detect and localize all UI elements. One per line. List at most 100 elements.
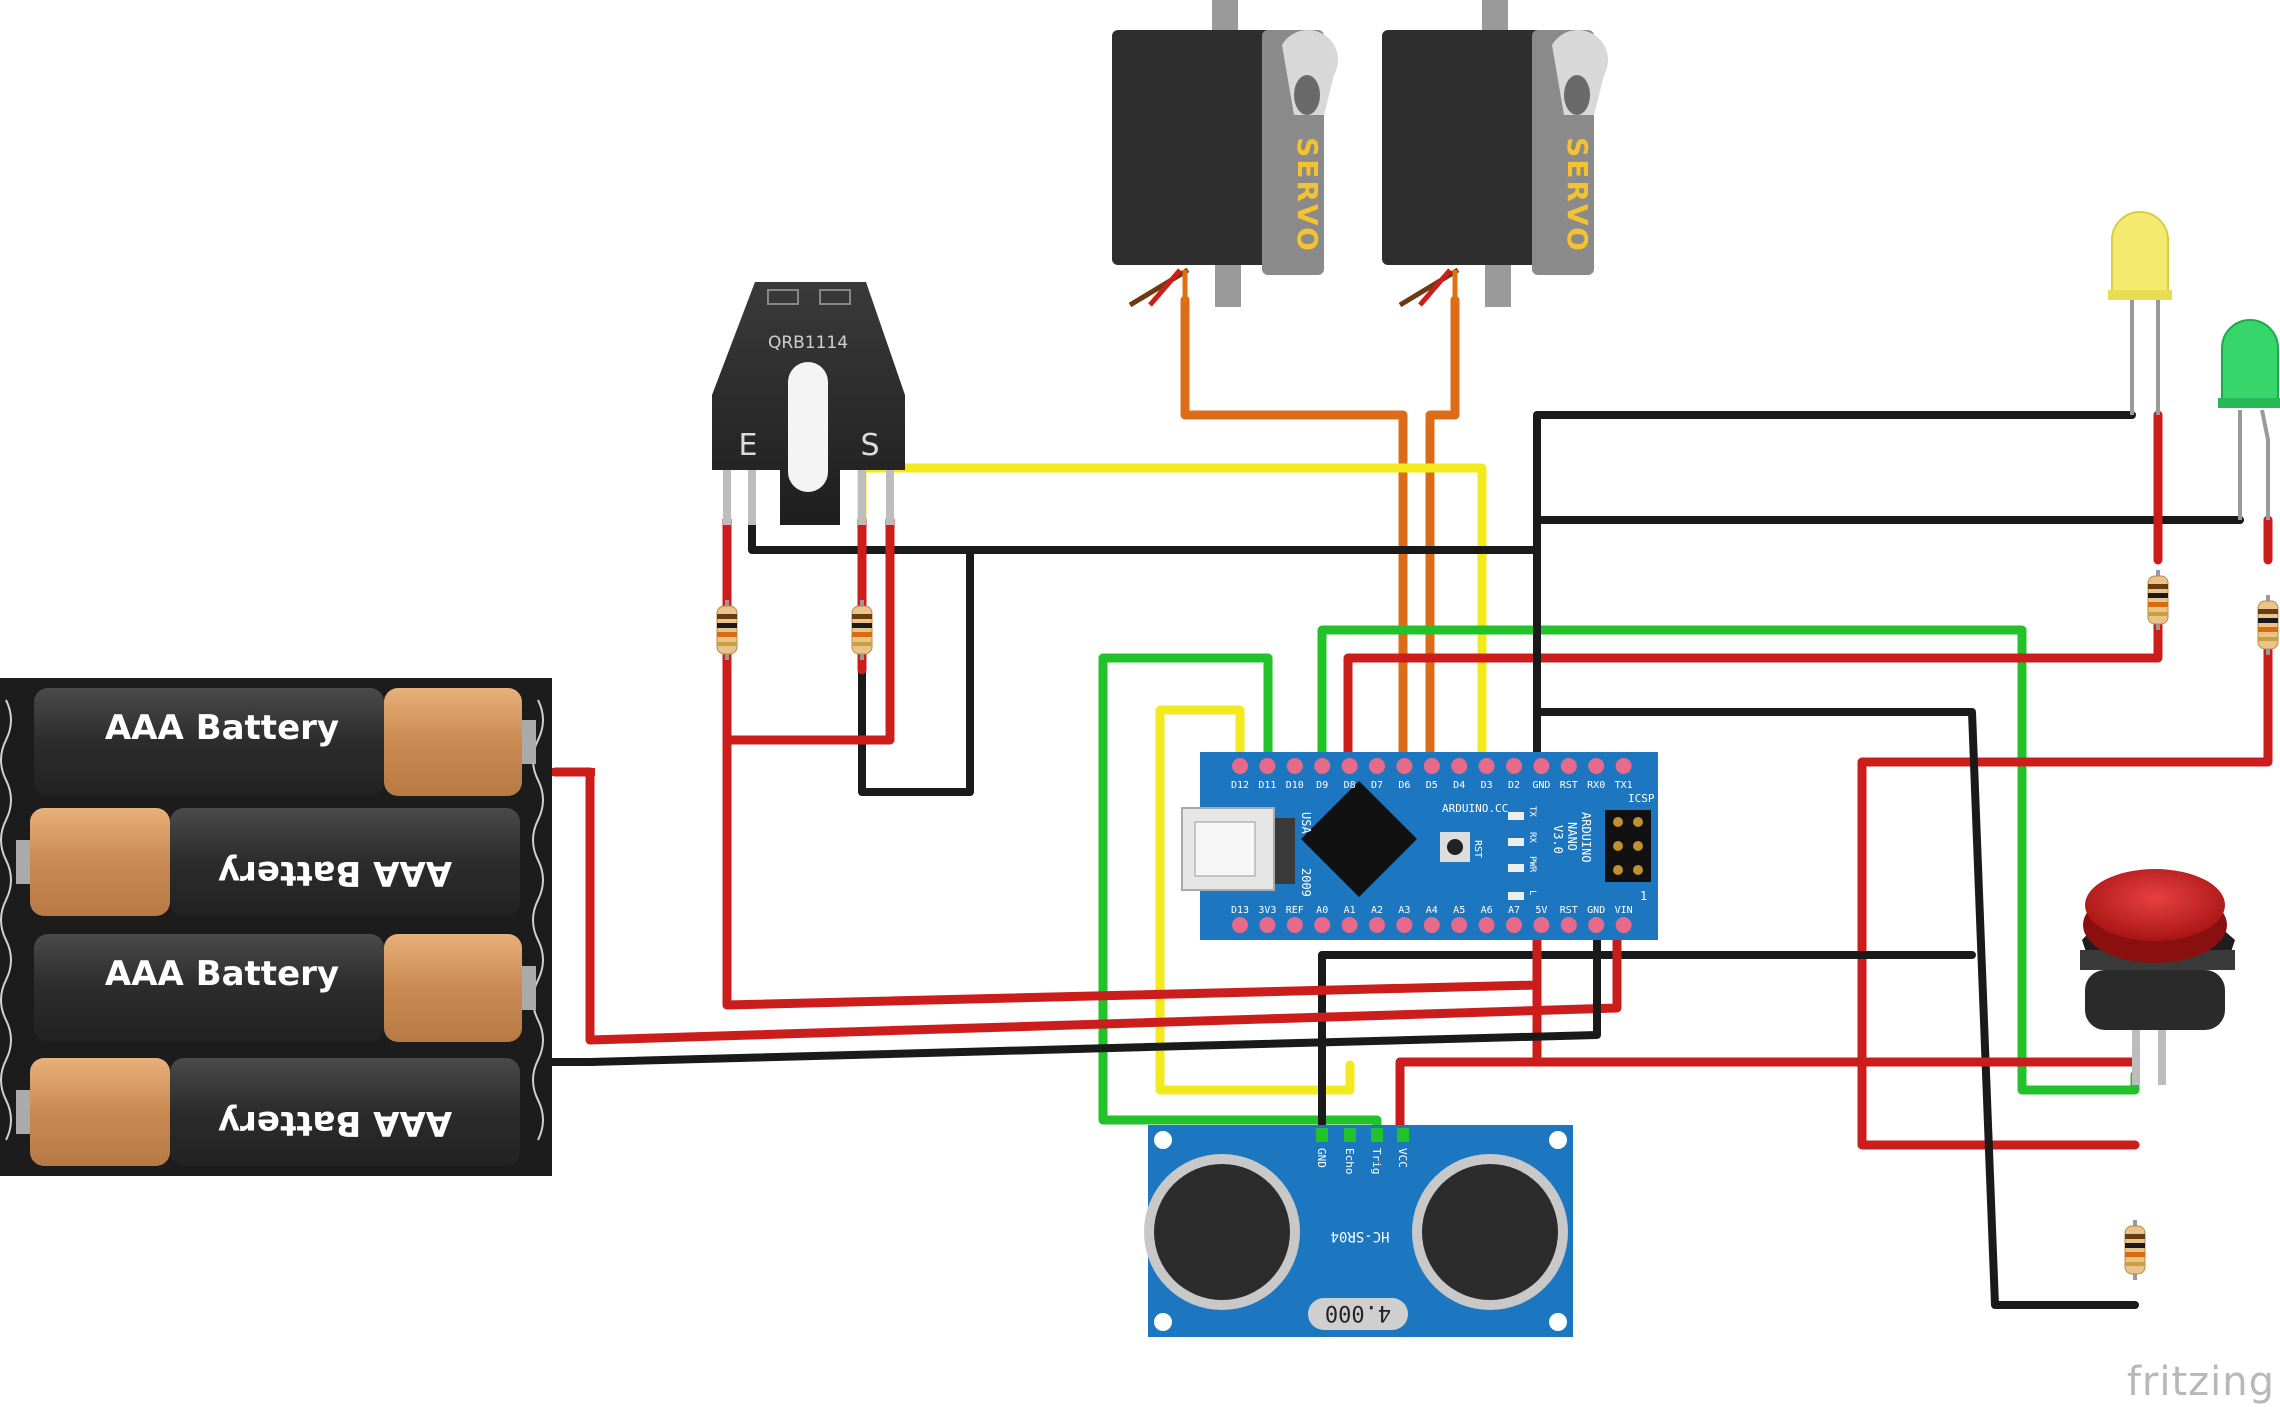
arduino-top-pin-pad [1560, 758, 1577, 774]
battery-cell-3: AAA Battery [34, 934, 536, 1042]
arduino-bottom-pin-pad [1588, 917, 1605, 933]
arduino-bottom-pin-label: REF [1286, 905, 1304, 916]
arduino-bottom-pin-pad [1615, 917, 1632, 933]
arduino-rst-label: RST [1472, 840, 1483, 858]
resistor-led-green [2257, 594, 2279, 656]
wire-5v-rail [1395, 920, 1542, 1140]
arduino-top-pin-label: D11 [1258, 780, 1276, 791]
hc-sr04-pin-pad [1344, 1128, 1356, 1142]
arduino-top-pin-pad [1423, 758, 1440, 774]
battery-cell-4: AAA Battery [16, 1058, 520, 1166]
servo-2: SERVO [1382, 0, 1609, 308]
sensor-part-label: QRB1114 [768, 333, 848, 353]
hc-sr04-pin-label: VCC [1396, 1148, 1409, 1168]
wire-gnd-sensor [748, 516, 1541, 554]
sensor-pin-e-label: E [739, 428, 758, 463]
arduino-bottom-pin-label: 3V3 [1258, 905, 1276, 916]
arduino-led-l: L [1527, 890, 1537, 895]
battery-cell-3-label: AAA Battery [105, 954, 339, 994]
battery-pack: AAA Battery AAA Battery AAA Battery AAA … [0, 678, 595, 1176]
arduino-bottom-pin-label: D13 [1231, 905, 1249, 916]
arduino-top-pin-label: D5 [1426, 780, 1438, 791]
arduino-top-pin-label: D3 [1481, 780, 1493, 791]
battery-cell-4-label: AAA Battery [218, 1103, 452, 1143]
arduino-bottom-pin-label: A5 [1453, 905, 1465, 916]
led-yellow [2108, 211, 2172, 415]
arduino-top-pin-pad [1588, 758, 1605, 774]
hc-sr04-model: HC-SR04 [1330, 1228, 1389, 1244]
arduino-bottom-pin-pad [1506, 917, 1522, 933]
arduino-top-pin-pad [1451, 758, 1468, 774]
arduino-bottom-pin-pad [1259, 917, 1276, 933]
arduino-bottom-pin-label: A6 [1481, 905, 1493, 916]
arduino-cc-label: ARDUINO.CC [1442, 802, 1508, 815]
wire-d12-echo [1155, 705, 1355, 1095]
arduino-bottom-pin-pad [1533, 917, 1550, 933]
arduino-top-pin-label: D6 [1398, 780, 1410, 791]
wires [550, 295, 2273, 1309]
arduino-bottom-pin-pad [1478, 917, 1495, 933]
arduino-bottom-pin-pad [1341, 917, 1358, 933]
battery-cell-2: AAA Battery [16, 808, 520, 916]
fritzing-brand: fritzing [2127, 1359, 2275, 1405]
arduino-top-pin-pad [1259, 758, 1276, 774]
arduino-led-rx: RX [1527, 832, 1537, 843]
arduino-name-line-1: ARDUINO [1579, 812, 1593, 863]
resistor-button [2124, 1219, 2146, 1281]
arduino-top-pin-pad [1506, 758, 1522, 774]
arduino-top-pin-label: D10 [1286, 780, 1304, 791]
hc-sr04-pin-label: Echo [1343, 1148, 1356, 1175]
arduino-bottom-pin-label: A7 [1508, 905, 1520, 916]
arduino-name-line-3: V3.0 [1551, 825, 1565, 854]
wire-gnd-right [1533, 708, 2139, 1309]
wire-gnd-trunk [1533, 411, 2136, 774]
wire-d2-led [1857, 615, 2273, 1150]
sensor-pin-s-label: S [860, 428, 879, 463]
hc-sr04-pin-pad [1371, 1128, 1383, 1142]
arduino-icsp-pin1: 1 [1640, 889, 1647, 903]
arduino-top-pin-pad [1369, 758, 1385, 774]
qrb1114-sensor: QRB1114 E S [712, 282, 905, 525]
hc-sr04-crystal: 4.000 [1325, 1300, 1391, 1325]
wire-servo1-signal [1180, 295, 1408, 775]
arduino-bottom-pin-pad [1314, 917, 1331, 933]
resistor-sensor-e [716, 599, 738, 661]
hc-sr04-pin-pad [1397, 1128, 1409, 1142]
arduino-bottom-pin-label: A1 [1344, 905, 1356, 916]
hc-sr04-pin-pad [1316, 1128, 1328, 1142]
wire-sensor-e [722, 515, 895, 745]
arduino-bottom-pin-label: VIN [1615, 905, 1633, 916]
wire-d9-button [1317, 625, 2140, 1095]
arduino-top-pin-label: TX1 [1615, 780, 1633, 791]
arduino-top-pin-label: D2 [1508, 780, 1520, 791]
wire-5v-sensor [722, 665, 1542, 1010]
arduino-top-pin-label: D12 [1231, 780, 1249, 791]
arduino-bottom-pin-pad [1286, 917, 1303, 933]
servo-1: SERVO [1112, 0, 1339, 308]
arduino-top-pin-label: D4 [1453, 780, 1465, 791]
arduino-top-pin-label: D9 [1316, 780, 1328, 791]
arduino-usa-label: USA [1299, 812, 1313, 834]
arduino-year-label: 2009 [1299, 868, 1313, 897]
hc-sr04-pin-label: Trig [1370, 1148, 1383, 1175]
arduino-bottom-pin-pad [1369, 917, 1385, 933]
resistor-led-yellow [2147, 569, 2169, 631]
push-button [2080, 869, 2235, 1085]
arduino-bottom-pin-pad [1232, 917, 1248, 933]
arduino-led-pwr: PWR [1527, 856, 1537, 873]
arduino-top-pin-pad [1478, 758, 1495, 774]
servo-2-label: SERVO [1561, 137, 1594, 253]
arduino-bottom-pin-label: RST [1560, 905, 1578, 916]
arduino-bottom-pin-label: A4 [1426, 905, 1438, 916]
arduino-top-pin-pad [1615, 758, 1632, 774]
arduino-top-pin-label: D8 [1344, 780, 1356, 791]
wire-d11-trig [1098, 653, 1382, 1140]
arduino-bottom-pin-label: 5V [1535, 905, 1547, 916]
wire-d8-led [1343, 615, 2163, 775]
led-green [2218, 319, 2280, 520]
arduino-bottom-pin-pad [1396, 917, 1413, 933]
wire-servo2-signal [1425, 295, 1460, 775]
battery-cell-1-label: AAA Battery [105, 708, 339, 748]
